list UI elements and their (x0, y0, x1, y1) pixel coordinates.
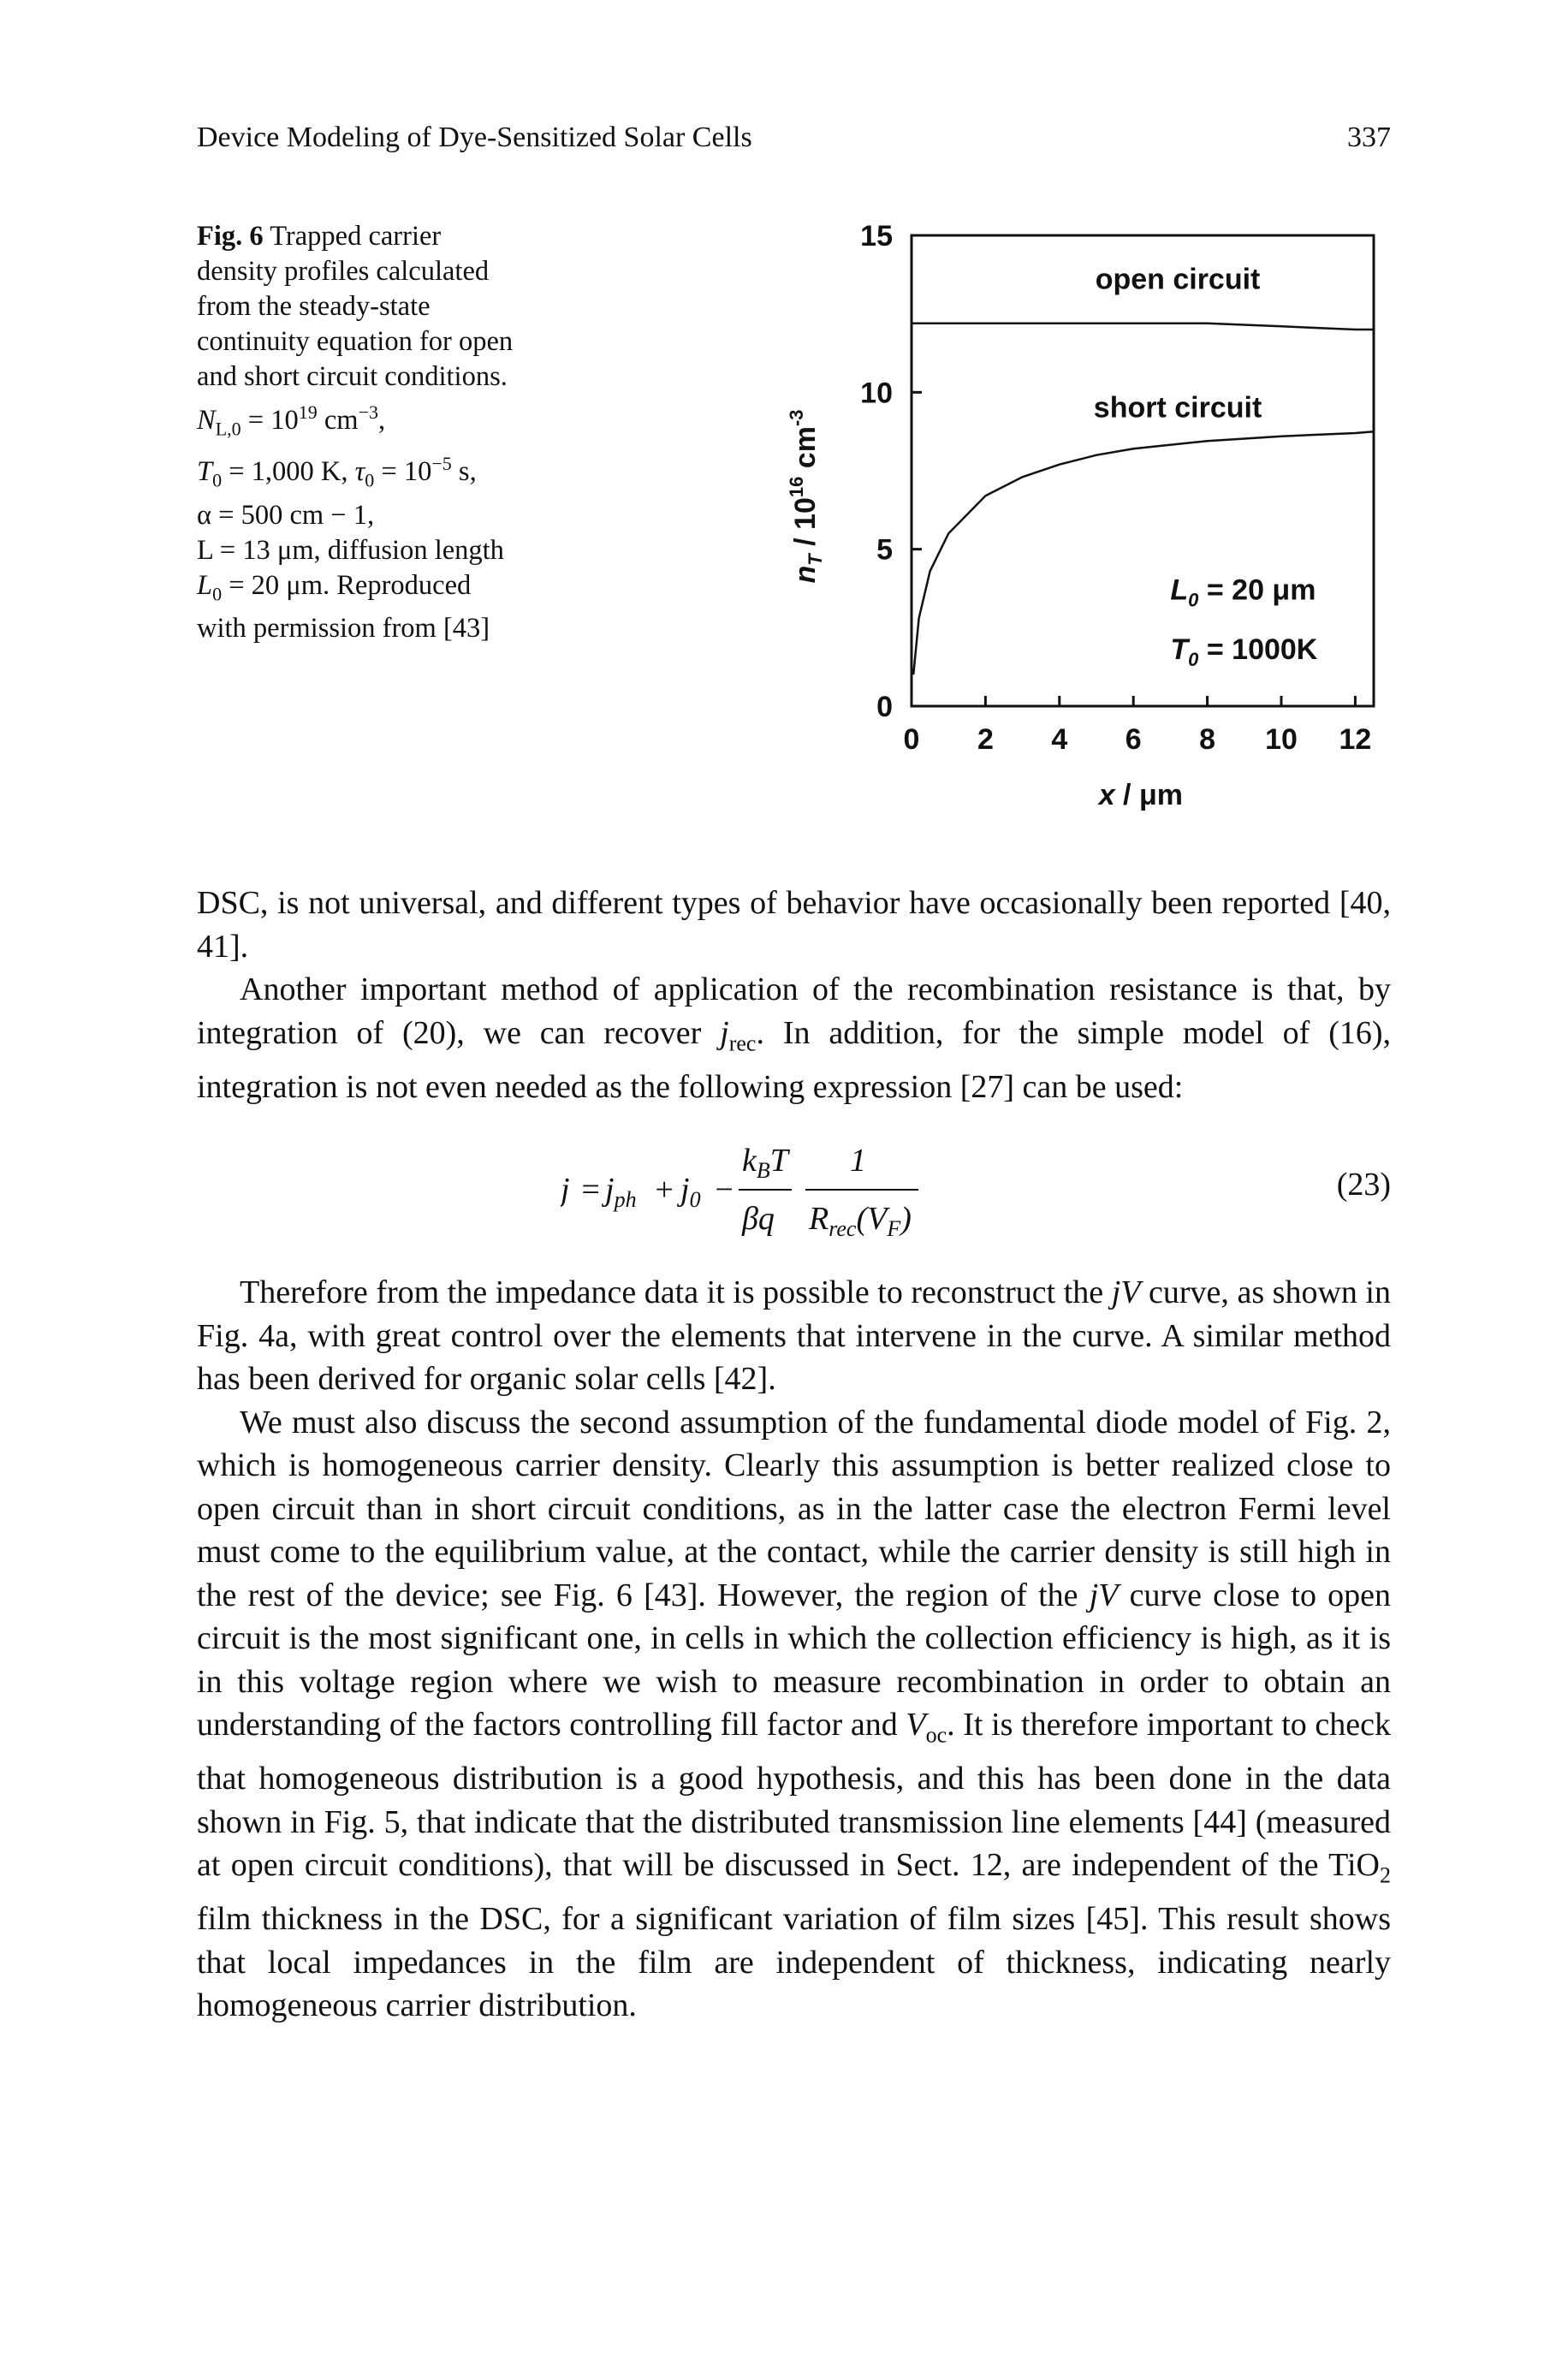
caption-nl0: NL,0 = 1019 cm−3, (197, 401, 386, 440)
y-tick-label: 5 (876, 534, 893, 567)
paragraph-4: We must also discuss the second assumpti… (197, 1404, 1391, 2024)
series (912, 322, 1375, 675)
svg-text:−: − (713, 1172, 735, 1208)
x-tick-label: 0 (904, 723, 920, 756)
axes (910, 234, 1375, 708)
figure-caption: Fig. 6 Trapped carrier density profiles … (197, 219, 556, 646)
chart-svg: 0 2 4 6 8 10 12 0 5 10 15 open circuit short circu… (786, 220, 1375, 811)
svg-text:1: 1 (850, 1143, 866, 1179)
y-tick-label: 0 (876, 691, 893, 723)
y-axis-label: nT / 1016 cm-3 (786, 409, 826, 583)
svg-text:βq: βq (741, 1201, 775, 1237)
figure-label: Fig. 6 (197, 221, 264, 252)
y-tick-label: 15 (860, 220, 893, 252)
series-line-open-circuit (912, 322, 1374, 331)
x-tick-label: 8 (1199, 723, 1215, 756)
equation-number: (23) (1336, 1167, 1391, 1203)
svg-text:jph: jph (601, 1172, 637, 1212)
open-circuit-label: open circuit (1096, 263, 1261, 295)
paragraph-2: Another important method of application … (197, 971, 1391, 1105)
series-line-short-circuit (912, 430, 1375, 675)
x-axis-label: x / μm (1097, 779, 1183, 811)
paragraph-3: Therefore from the impedance data it is … (197, 1274, 1391, 1398)
svg-text:=: = (579, 1172, 602, 1208)
figure-6-chart: 0 2 4 6 8 10 12 0 5 10 15 open circuit short circu… (770, 205, 1455, 856)
x-tick-label: 10 (1265, 723, 1298, 756)
x-tick-label: 12 (1339, 723, 1371, 756)
svg-text:kBT: kBT (742, 1143, 791, 1183)
svg-text:Rrec(VF): Rrec(VF) (808, 1201, 912, 1241)
x-tick-label: 2 (977, 723, 994, 756)
ticks: 0 2 4 6 8 10 12 0 5 10 15 (860, 220, 1371, 756)
caption-t0: T0 = 1,000 K, τ0 = 10−5 s, (197, 453, 477, 491)
x-tick-label: 6 (1126, 723, 1142, 756)
x-tick-label: 4 (1051, 723, 1067, 756)
page-number: 337 (1347, 122, 1391, 153)
svg-text:j0: j0 (676, 1172, 701, 1212)
svg-text:j: j (561, 1172, 570, 1208)
paragraph-1: DSC, is not universal, and different typ… (197, 885, 1391, 965)
running-head: Device Modeling of Dye-Sensitized Solar … (197, 122, 752, 153)
body-text: DSC, is not universal, and different typ… (197, 882, 1391, 2028)
equation-body: j = jph + j0 − kBT βq 1 Rrec(VF) (561, 1143, 918, 1241)
equation-23: j = jph + j0 − kBT βq 1 Rrec(VF) (23) (197, 1130, 1391, 1250)
annotation-l0: L0 = 20 μm (1170, 573, 1316, 610)
y-tick-label: 10 (860, 377, 893, 409)
short-circuit-label: short circuit (1094, 392, 1262, 425)
plot-frame (910, 234, 1375, 708)
caption-l0: L0 = 20 μm. Reproduced (197, 569, 472, 605)
annotation-t0: T0 = 1000K (1170, 633, 1317, 670)
page-header: Device Modeling of Dye-Sensitized Solar … (197, 122, 1391, 164)
svg-text:+: + (653, 1172, 675, 1208)
